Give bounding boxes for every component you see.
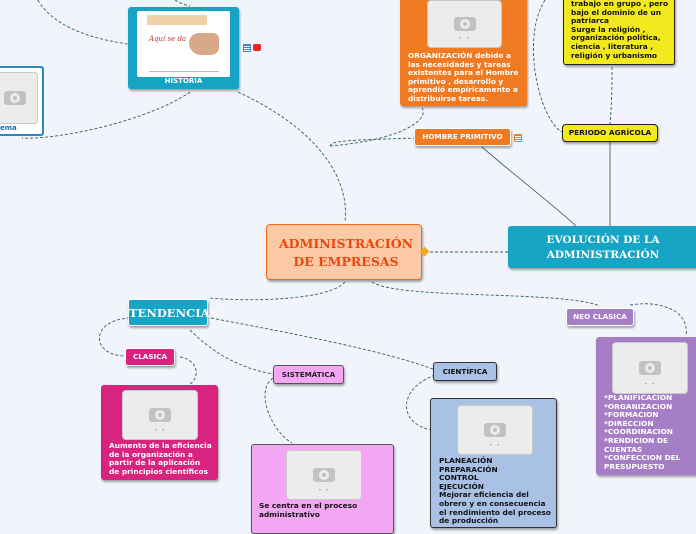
cientifica-card[interactable]: • • PLANEACIÓN PREPARACIÓN CONTROL EJECU… bbox=[430, 398, 557, 528]
cientifica-label[interactable]: CIENTÍFICA bbox=[433, 362, 497, 381]
central-node[interactable]: ADMINISTRACIÓN DE EMPRESAS bbox=[266, 224, 422, 280]
sistematica-text: Se centra en el proceso administrativo bbox=[259, 501, 358, 519]
historia-handwriting: Aquí se da bbox=[149, 35, 187, 43]
clasica-text: Aumento de la eficiencia de la organizac… bbox=[109, 441, 212, 476]
edge-agricola-up bbox=[533, 0, 563, 133]
cientifica-text: PLANEACIÓN PREPARACIÓN CONTROL EJECUCIÓN… bbox=[439, 456, 551, 526]
left-partial-label: ema bbox=[0, 124, 17, 132]
connector-lines bbox=[21, 0, 687, 444]
neo-clasica-card[interactable]: • • *PLANIFICACION *ORGANIZACION *FORMAC… bbox=[596, 337, 696, 475]
historia-image: Aquí se da bbox=[137, 11, 230, 77]
hand-icon bbox=[189, 33, 219, 55]
hombre-primitivo-label[interactable]: HOMBRE PRIMITIVO bbox=[414, 128, 511, 146]
sistematica-label[interactable]: SISTEMÁTICA bbox=[273, 365, 344, 384]
sistematica-label-text: SISTEMÁTICA bbox=[281, 370, 336, 379]
left-partial-card[interactable]: ema bbox=[0, 66, 44, 136]
edge-sistematica-card bbox=[264, 377, 293, 444]
sistematica-card[interactable]: • • Se centra en el proceso administrati… bbox=[251, 444, 394, 534]
image-placeholder-icon: • • bbox=[427, 0, 502, 48]
historia-card[interactable]: Aquí se da HISTORIA bbox=[128, 7, 239, 89]
tendencias-title: TENDENCIAS bbox=[129, 306, 218, 320]
edge-hombre-label bbox=[329, 137, 417, 147]
edge-historia-up bbox=[174, 0, 191, 7]
edge-historia-top bbox=[37, 0, 129, 45]
edge-neoclasica-card bbox=[629, 303, 687, 337]
edge-tendencias-clasica bbox=[98, 317, 131, 357]
image-placeholder-icon bbox=[0, 72, 38, 124]
hombre-primitivo-text: ORGANIZACIÓN debido a las necesidades y … bbox=[408, 51, 519, 103]
periodo-agricola-label-text: PERIODO AGRÍCOLA bbox=[568, 128, 652, 137]
image-placeholder-icon: • • bbox=[286, 450, 362, 500]
neo-clasica-label-text: NEO CLASICA bbox=[573, 312, 627, 321]
periodo-agricola-text: trabajo en grupo , pero bajo el dominio … bbox=[571, 0, 669, 60]
edge-central-neoclasica bbox=[371, 281, 601, 307]
cientifica-label-text: CIENTÍFICA bbox=[442, 367, 488, 376]
edge-tendencias-sistematica bbox=[189, 329, 274, 375]
tendencias-node[interactable]: TENDENCIAS bbox=[128, 299, 218, 326]
neo-clasica-text: *PLANIFICACION *ORGANIZACION *FORMACION … bbox=[604, 393, 681, 471]
edge-clasica-card bbox=[179, 356, 197, 386]
hombre-primitivo-label-text: HOMBRE PRIMITIVO bbox=[422, 132, 503, 141]
periodo-agricola-label[interactable]: PERIODO AGRÍCOLA bbox=[562, 124, 658, 142]
periodo-agricola-card[interactable]: trabajo en grupo , pero bajo el dominio … bbox=[563, 0, 675, 65]
youtube-icon[interactable] bbox=[253, 44, 261, 51]
edge-hombre-card bbox=[329, 107, 424, 147]
edge-agricola-card bbox=[609, 65, 613, 126]
evolucion-title: EVOLUCIÓN DE LA ADMINISTRACIÓN bbox=[546, 234, 660, 261]
edge-evolucion-hombre bbox=[481, 146, 579, 229]
edge-historia-left bbox=[21, 91, 191, 139]
edge-cientifica-card bbox=[406, 374, 436, 431]
note-icon[interactable] bbox=[243, 44, 251, 52]
clasica-label[interactable]: CLASICA bbox=[125, 348, 175, 366]
central-title: ADMINISTRACIÓN DE EMPRESAS bbox=[278, 236, 414, 269]
clasica-label-text: CLASICA bbox=[132, 352, 168, 361]
neo-clasica-label[interactable]: NEO CLASICA bbox=[566, 308, 634, 326]
hombre-primitivo-card[interactable]: • • ORGANIZACIÓN debido a las necesidade… bbox=[400, 0, 527, 106]
image-placeholder-icon: • • bbox=[122, 390, 198, 440]
image-placeholder-icon: • • bbox=[612, 342, 688, 394]
edge-historia-central bbox=[237, 91, 346, 223]
historia-label: HISTORIA bbox=[164, 77, 203, 85]
edge-central-tendencias bbox=[209, 281, 346, 301]
evolucion-node[interactable]: EVOLUCIÓN DE LA ADMINISTRACIÓN bbox=[508, 226, 696, 268]
note-icon[interactable] bbox=[514, 134, 522, 142]
edge-tendencias-cientifica bbox=[210, 317, 434, 370]
clasica-card[interactable]: • • Aumento de la eficiencia de la organ… bbox=[101, 385, 218, 480]
image-placeholder-icon: • • bbox=[457, 405, 533, 455]
